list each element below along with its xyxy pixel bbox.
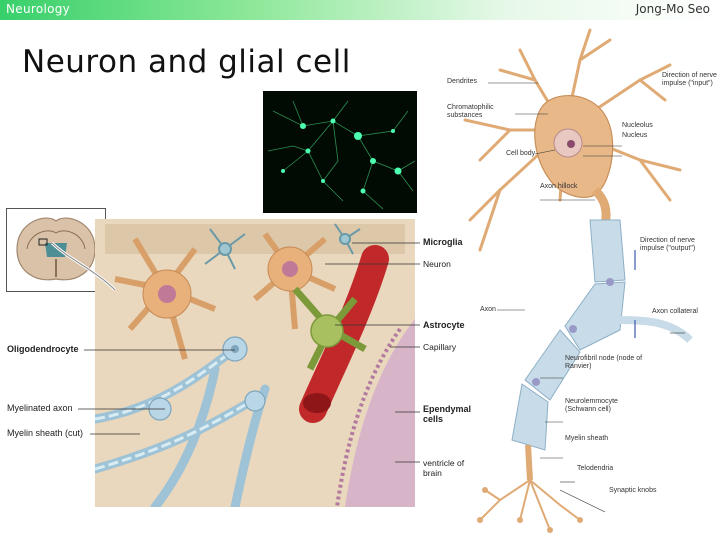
brain-section-inset [6, 208, 106, 292]
label-axon-hillock: Axon hillock [540, 183, 577, 191]
label-synaptic-knobs: Synaptic knobs [609, 487, 656, 495]
label-myelin-sheath-cut: Myelin sheath (cut) [7, 428, 83, 438]
label-telodendria: Telodendria [577, 465, 613, 473]
fluorescence-micrograph [263, 91, 417, 213]
neuron-illustration [440, 20, 720, 540]
label-dendrites: Dendrites [447, 78, 477, 86]
label-nucleolus: Nucleolus [622, 122, 653, 130]
label-oligodendrocyte: Oligodendrocyte [7, 344, 79, 354]
label-nucleus: Nucleus [622, 132, 647, 140]
label-chromatophilic: Chromatophilic substances [447, 104, 513, 120]
label-cell-body: Cell body [506, 150, 535, 158]
label-direction-output: Direction of nerve impulse ("output") [640, 237, 706, 253]
slide-title: Neuron and glial cell [22, 44, 351, 80]
label-axon-collateral: Axon collateral [652, 308, 698, 316]
label-myelinated-axon: Myelinated axon [7, 403, 73, 413]
label-myelin-sheath: Myelin sheath [565, 435, 608, 443]
glial-cell-illustration [95, 219, 415, 507]
header-bar: Neurology Jong-Mo Seo [0, 0, 720, 20]
label-direction-input: Direction of nerve impulse ("input") [662, 72, 718, 88]
author-name: Jong-Mo Seo [636, 2, 710, 16]
label-neurofibril-node: Neurofibril node (node of Ranvier) [565, 355, 645, 371]
label-axon: Axon [480, 306, 496, 314]
course-name: Neurology [6, 2, 70, 16]
label-neurolemmocyte: Neurolemmocyte (Schwann cell) [565, 398, 645, 414]
